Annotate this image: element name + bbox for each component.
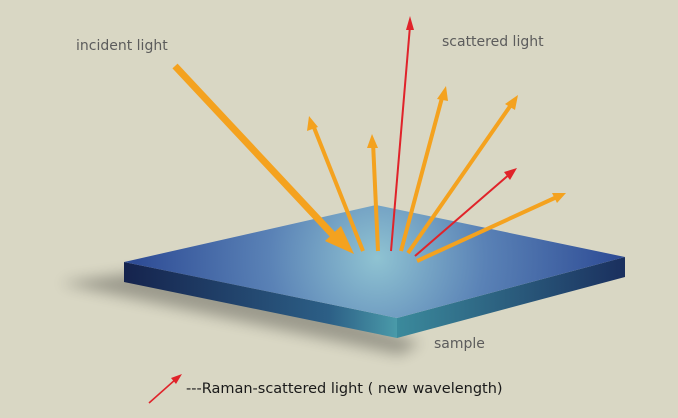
- sample-right-face: [397, 257, 625, 338]
- legend-raman-arrow-icon: [148, 374, 182, 404]
- scattered-arrow-4: [406, 95, 518, 255]
- sample-slab: [124, 205, 625, 338]
- scattered-arrow-2: [367, 134, 380, 252]
- raman-arrow-1: [390, 16, 414, 252]
- incident-light-label: incident light: [76, 38, 168, 54]
- sample-front-face: [124, 262, 397, 338]
- scattered-arrow-1: [307, 116, 365, 252]
- scattered-arrow-5: [416, 193, 566, 263]
- incident-light-arrow: [172, 63, 354, 254]
- scattered-arrow-3: [399, 86, 448, 252]
- sample-label: sample: [434, 336, 485, 352]
- sample-top-face: [124, 205, 625, 318]
- scattered-light-label: scattered light: [442, 34, 544, 50]
- legend-label: ---Raman-scattered light ( new wavelengt…: [186, 381, 503, 397]
- raman-arrow-2: [414, 168, 517, 257]
